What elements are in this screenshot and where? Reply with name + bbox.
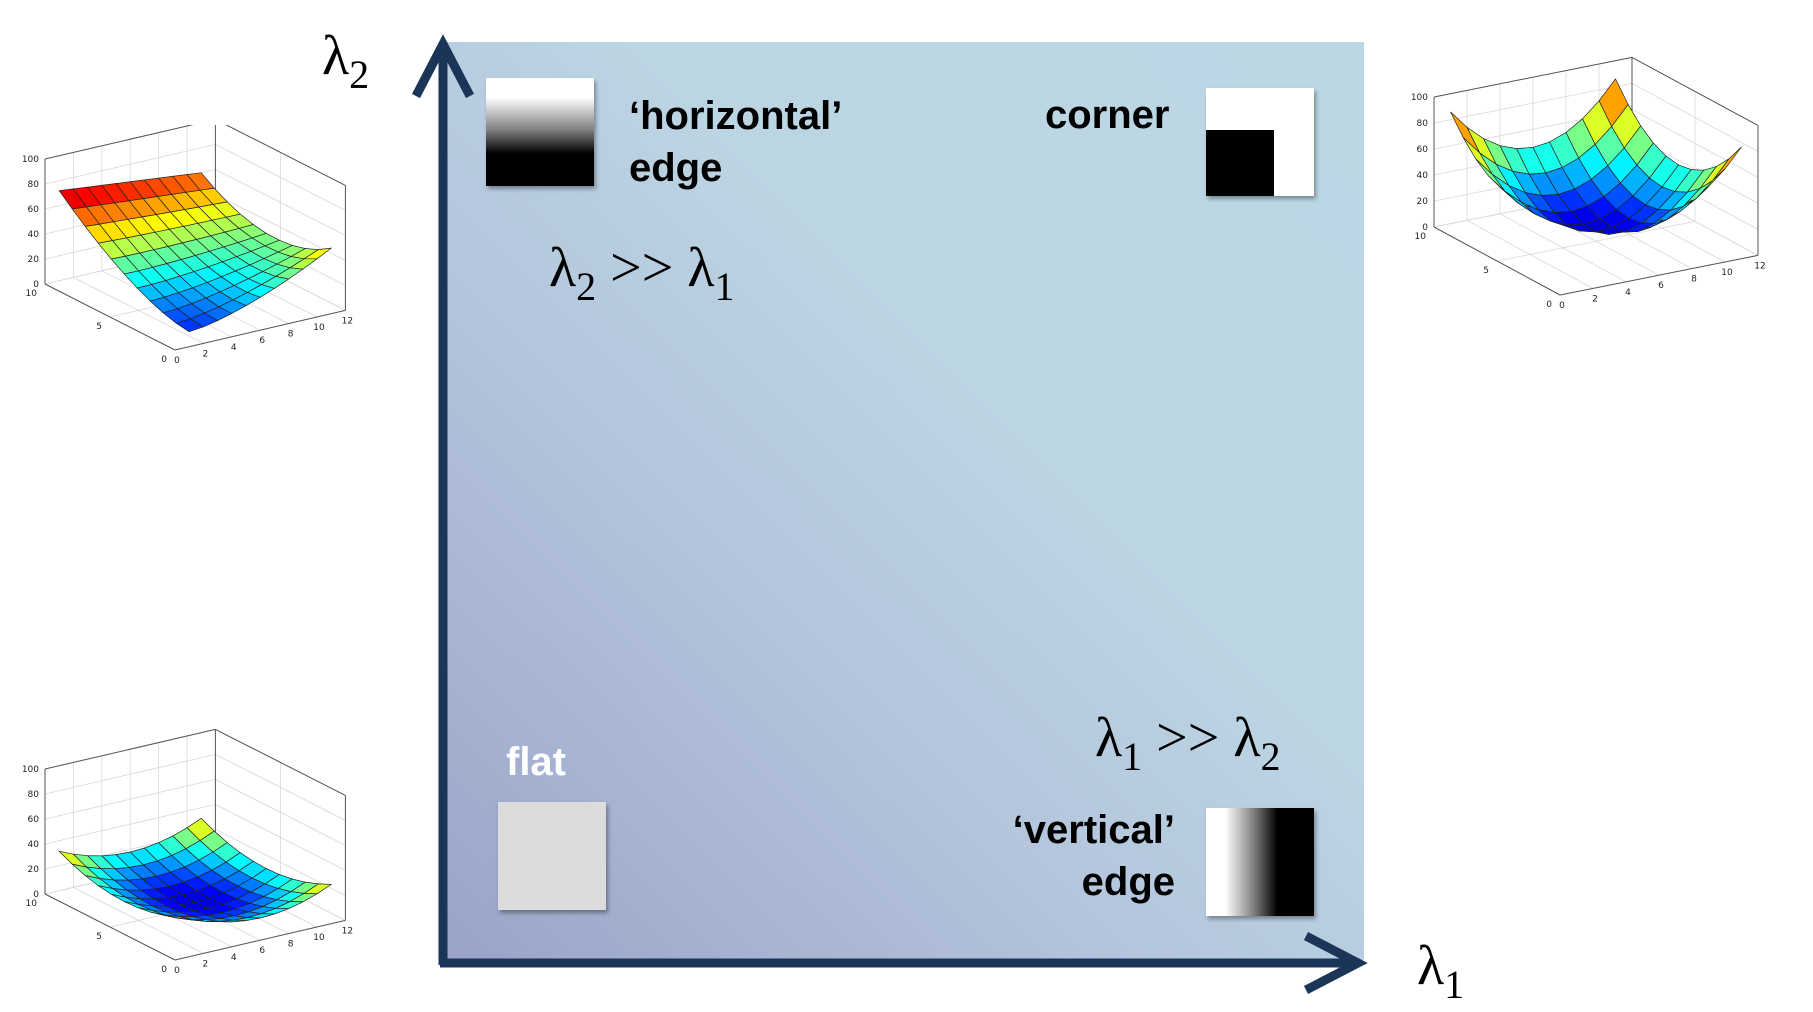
x-tick-label: 0 [174, 966, 180, 976]
x-tick-label: 10 [313, 323, 325, 333]
y-tick-label: 5 [96, 932, 102, 942]
z-tick-label: 40 [28, 840, 40, 850]
x-tick-label: 8 [288, 330, 294, 340]
x-tick-label: 6 [1658, 281, 1664, 291]
z-tick-label: 80 [28, 180, 40, 190]
y-tick-label: 0 [1546, 300, 1552, 310]
x-tick-label: 10 [313, 933, 325, 943]
y-axis-arrowhead [412, 34, 474, 99]
z-tick-label: 100 [22, 765, 39, 775]
horizontal-edge-label: ‘horizontal’ edge [629, 94, 843, 190]
x-tick-label: 6 [259, 946, 265, 956]
z-tick-label: 0 [33, 890, 39, 900]
z-tick-label: 60 [1417, 145, 1429, 155]
z-tick-label: 60 [28, 205, 40, 215]
x-tick-label: 10 [1721, 268, 1733, 278]
z-tick-label: 0 [33, 280, 39, 290]
z-tick-label: 40 [1417, 171, 1429, 181]
plot-surface [1450, 78, 1742, 235]
x-tick-label: 8 [1691, 275, 1697, 285]
z-tick-label: 80 [28, 790, 40, 800]
surface-patch [58, 188, 88, 210]
y-tick-label: 10 [26, 289, 38, 299]
x-tick-label: 2 [203, 349, 209, 359]
z-tick-label: 20 [28, 255, 40, 265]
z-tick-label: 80 [1417, 119, 1429, 129]
x-axis-arrowhead [1303, 932, 1368, 994]
y-tick-label: 0 [161, 355, 167, 365]
y-tick-label: 10 [26, 899, 38, 909]
z-tick-label: 60 [28, 815, 40, 825]
flat-label: flat [506, 740, 566, 784]
x-tick-label: 0 [1559, 301, 1565, 311]
x-tick-label: 2 [1592, 294, 1598, 304]
x-tick-label: 4 [231, 343, 237, 353]
surface-patch [1450, 111, 1480, 154]
y-tick-label: 10 [1415, 232, 1427, 242]
x-tick-label: 6 [259, 336, 265, 346]
plot-surface [58, 172, 333, 333]
x-axis-label: λ1 [1417, 935, 1465, 1007]
vertical-edge-label: ‘vertical’ edge [1012, 808, 1175, 904]
plot-frame [1433, 56, 1759, 296]
corner-label: corner [1045, 93, 1170, 137]
x-tick-label: 0 [174, 356, 180, 366]
vertical-edge-thumbnail [1206, 808, 1314, 916]
y-tick-label: 5 [96, 322, 102, 332]
z-tick-label: 100 [22, 155, 39, 165]
condition-lambda1-dominant: λ1 >> λ2 [1095, 707, 1281, 779]
corner-thumbnail [1206, 88, 1314, 196]
z-tick-label: 100 [1411, 93, 1428, 103]
x-tick-label: 12 [342, 316, 353, 326]
x-tick-label: 12 [1754, 261, 1765, 271]
plot-surface [58, 817, 333, 923]
x-tick-label: 12 [342, 926, 353, 936]
z-tick-label: 0 [1422, 223, 1428, 233]
z-tick-label: 20 [1417, 197, 1429, 207]
surface-patch [58, 850, 88, 868]
y-tick-label: 0 [161, 965, 167, 975]
x-tick-label: 8 [288, 940, 294, 950]
flat-thumbnail [498, 802, 606, 910]
condition-lambda2-dominant: λ2 >> λ1 [549, 237, 735, 309]
x-tick-label: 4 [1625, 288, 1631, 298]
horizontal-edge-thumbnail [486, 78, 594, 186]
surface-patch [1712, 146, 1742, 182]
x-tick-label: 2 [203, 959, 209, 969]
x-tick-label: 4 [231, 953, 237, 963]
corner-black-block [1206, 130, 1274, 196]
y-tick-label: 5 [1483, 266, 1489, 276]
z-tick-label: 20 [28, 865, 40, 875]
y-axis-label: λ2 [322, 25, 370, 97]
z-tick-label: 40 [28, 230, 40, 240]
plot-frame [44, 125, 346, 351]
